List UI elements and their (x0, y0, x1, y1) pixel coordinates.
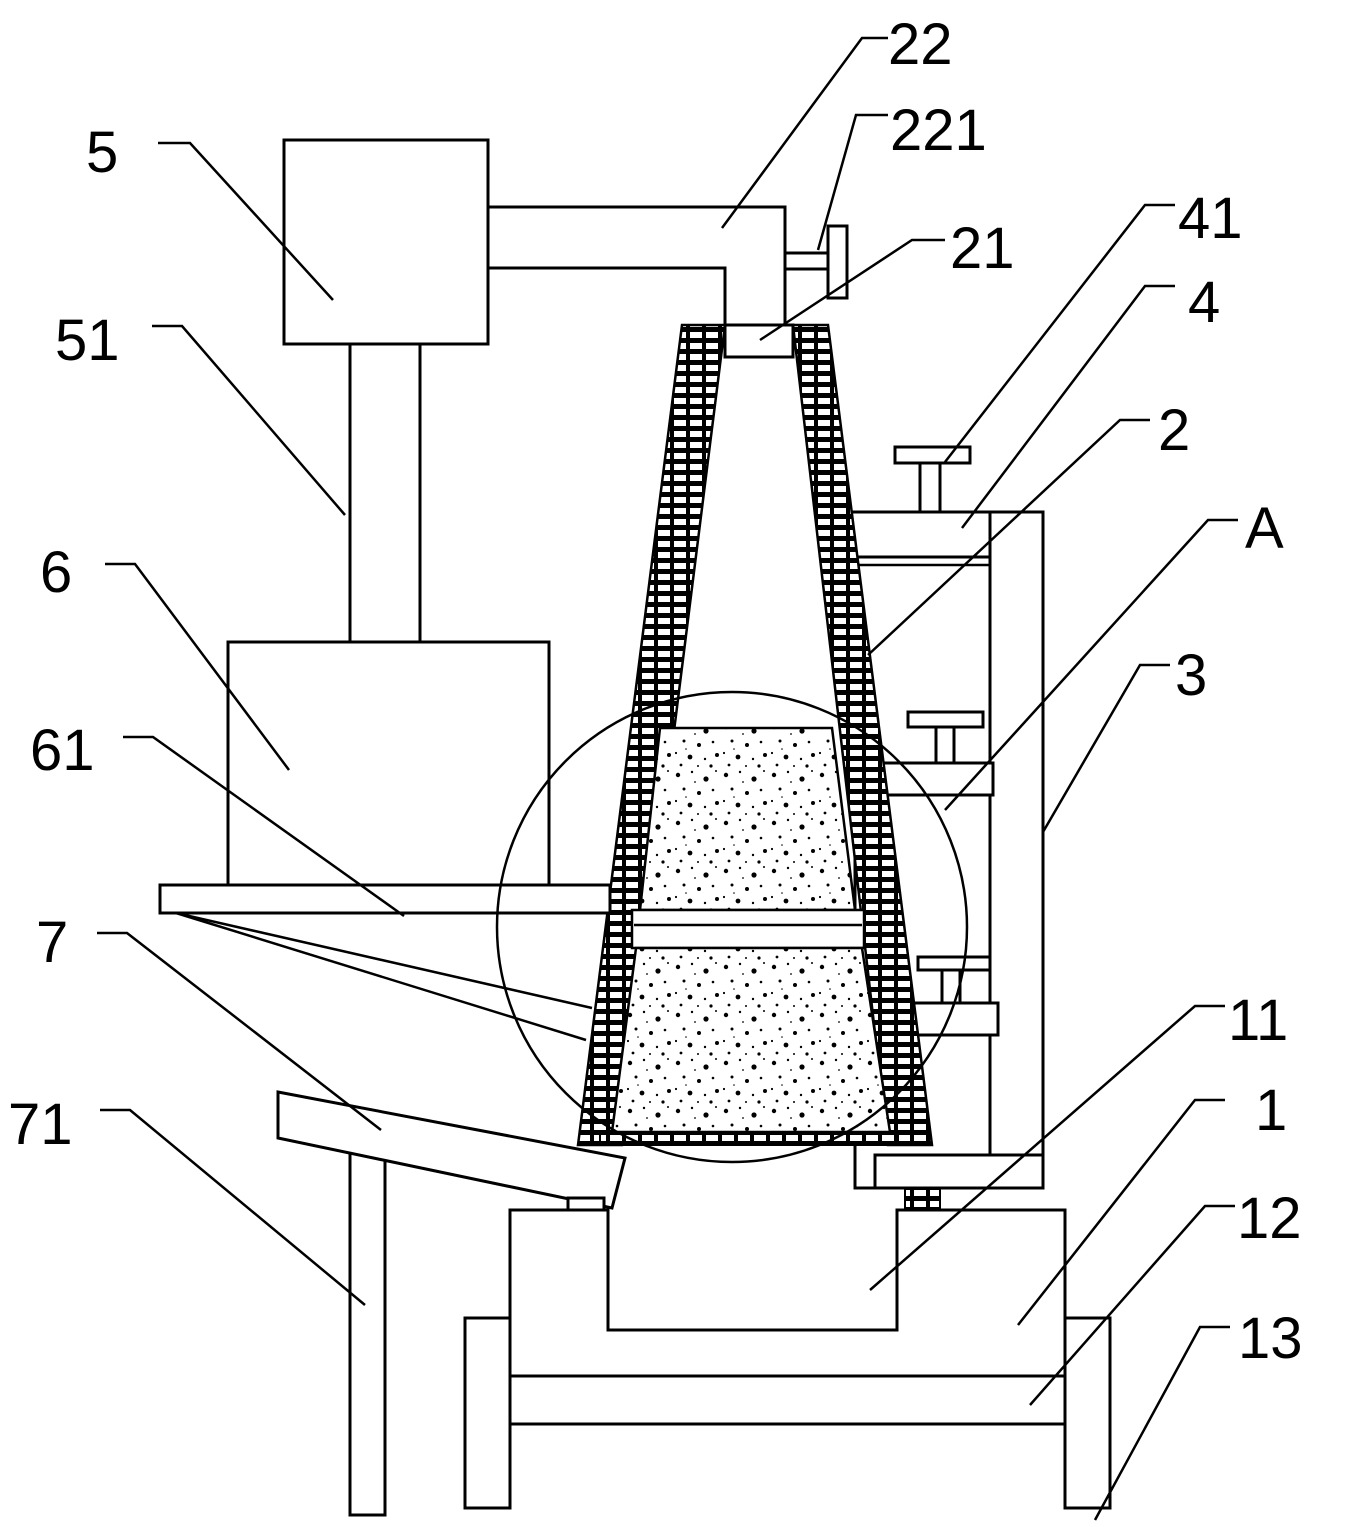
vessel-bottom-grate (599, 1131, 899, 1146)
vessel-lower-fill (610, 946, 892, 1134)
label-61: 61 (30, 718, 95, 783)
base-crossbar (508, 1374, 1067, 1426)
conical-vessel (576, 323, 934, 1147)
leader-51 (152, 324, 346, 516)
label-11: 11 (1228, 988, 1288, 1053)
label-4: 4 (1188, 270, 1220, 335)
label-22: 22 (888, 12, 953, 77)
leader-1 (1017, 1098, 1225, 1326)
leader-13 (1093, 1325, 1230, 1521)
base-body (508, 1208, 1067, 1378)
leader-41 (944, 203, 1175, 463)
chute-plate (276, 1090, 627, 1210)
label-41: 41 (1178, 186, 1243, 251)
tray-plate (158, 883, 612, 915)
column-post (988, 510, 1045, 1190)
tray-strut-1 (175, 911, 593, 1010)
label-13: 13 (1238, 1306, 1303, 1371)
motor-column (348, 342, 422, 644)
drive-assembly (158, 138, 612, 1042)
base-frame (463, 1208, 1112, 1510)
valve-stem (783, 251, 832, 271)
feed-pipe-body (486, 205, 787, 327)
motor-box (282, 138, 490, 346)
leader-3 (1041, 663, 1170, 833)
lower-knob-head (916, 955, 992, 972)
leader-221 (816, 113, 888, 251)
label-21: 21 (950, 216, 1015, 281)
adjust-knob-stem (918, 460, 942, 514)
chute-support-leg (348, 1123, 387, 1517)
bottom-bracket (873, 1153, 1045, 1190)
label-3: 3 (1175, 643, 1207, 708)
leader-lines (97, 36, 1238, 1521)
label-221: 221 (890, 98, 987, 163)
label-12: 12 (1237, 1186, 1302, 1251)
feed-pipe (486, 205, 849, 327)
bottom-spring (904, 1187, 941, 1211)
middle-knob-head (906, 710, 985, 729)
base-left-foot (463, 1316, 512, 1510)
vessel-filter-band (630, 908, 866, 950)
base-right-foot (1063, 1316, 1112, 1510)
label-A: A (1245, 496, 1284, 561)
leader-21 (759, 238, 945, 342)
detail-circle-a (495, 690, 969, 1164)
discharge-chute (276, 1090, 627, 1517)
leader-5 (158, 141, 334, 301)
label-51: 51 (55, 308, 120, 373)
vessel-right-wall (791, 323, 934, 1147)
label-5: 5 (86, 120, 118, 185)
leader-4 (961, 284, 1175, 529)
housing-box (226, 640, 551, 887)
leader-7 (97, 931, 382, 1131)
leader-6 (105, 562, 291, 771)
reference-labels: 22 221 5 21 41 4 51 2 A 6 3 61 7 11 71 1… (8, 12, 1303, 1371)
leader-12 (1029, 1204, 1235, 1406)
label-7: 7 (36, 910, 68, 975)
chute-hinge (566, 1196, 606, 1212)
leader-71 (100, 1108, 366, 1306)
leader-61 (123, 735, 405, 918)
label-1: 1 (1255, 1078, 1287, 1143)
adjust-knob-head (893, 445, 972, 465)
leader-2 (867, 418, 1150, 656)
label-6: 6 (40, 540, 72, 605)
tray-strut-2 (175, 911, 587, 1042)
leader-A (944, 518, 1238, 811)
leader-11 (869, 1004, 1225, 1291)
middle-knob-stem (934, 725, 956, 765)
label-2: 2 (1158, 398, 1190, 463)
valve-handwheel (826, 224, 849, 300)
vessel-upper-fill (638, 726, 857, 912)
support-column (820, 445, 1045, 1211)
leader-22 (720, 36, 888, 229)
label-71: 71 (8, 1092, 73, 1157)
vessel-top-inlet (723, 323, 795, 359)
